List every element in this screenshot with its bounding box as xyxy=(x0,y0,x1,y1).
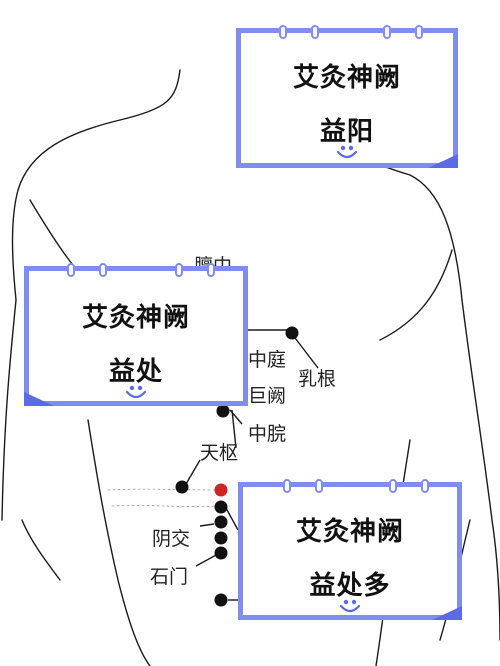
binder-ring-icon xyxy=(99,263,107,277)
shimen-point xyxy=(214,531,228,545)
yinjiao-point xyxy=(214,515,228,529)
binder-ring-icon xyxy=(283,479,291,493)
card-middle-rings xyxy=(29,263,243,277)
binder-ring-icon xyxy=(67,263,75,277)
card-middle-line1: 艾灸神阙 xyxy=(81,303,190,333)
card-middle-corner xyxy=(24,392,54,406)
smiley-icon xyxy=(336,145,358,159)
binder-ring-icon xyxy=(389,479,397,493)
card-bottom-rings xyxy=(243,479,457,493)
binder-ring-icon xyxy=(207,263,215,277)
tianshu-point xyxy=(175,480,189,494)
abdomen-point-3 xyxy=(214,593,228,607)
binder-ring-icon xyxy=(315,479,323,493)
label-zhongting: 中庭 xyxy=(248,349,287,371)
binder-ring-icon xyxy=(175,263,183,277)
abdomen-point-2 xyxy=(214,546,228,560)
card-middle: 艾灸神阙 益处 xyxy=(24,263,248,406)
card-top-line1: 艾灸神阙 xyxy=(292,63,401,93)
binder-ring-icon xyxy=(415,25,423,39)
zhongwan-point xyxy=(216,404,230,418)
binder-ring-icon xyxy=(279,25,287,39)
card-middle-line2: 益处 xyxy=(108,357,163,387)
shenque-point xyxy=(214,483,228,497)
label-juque: 巨阙 xyxy=(248,385,287,407)
label-tianshu: 天枢 xyxy=(200,442,239,464)
card-bottom-line1: 艾灸神阙 xyxy=(295,517,404,547)
binder-ring-icon xyxy=(421,479,429,493)
smiley-icon xyxy=(339,599,361,613)
smiley-icon xyxy=(125,385,147,399)
card-bottom-corner xyxy=(432,606,462,620)
card-bottom-line2: 益处多 xyxy=(309,571,391,601)
card-top-corner xyxy=(428,154,458,168)
card-bottom: 艾灸神阙 益处多 xyxy=(238,479,462,620)
card-top-line2: 益阳 xyxy=(319,117,374,147)
binder-ring-icon xyxy=(383,25,391,39)
card-top-rings xyxy=(241,25,453,39)
card-top: 艾灸神阙 益阳 xyxy=(236,25,458,168)
label-zhongwan: 中脘 xyxy=(248,423,287,445)
label-rugen: 乳根 xyxy=(298,368,337,390)
abdomen-point-1 xyxy=(214,500,228,514)
binder-ring-icon xyxy=(311,25,319,39)
label-shimen: 石门 xyxy=(150,566,189,588)
rugen-point xyxy=(285,326,299,340)
label-yinjiao: 阴交 xyxy=(152,528,191,550)
